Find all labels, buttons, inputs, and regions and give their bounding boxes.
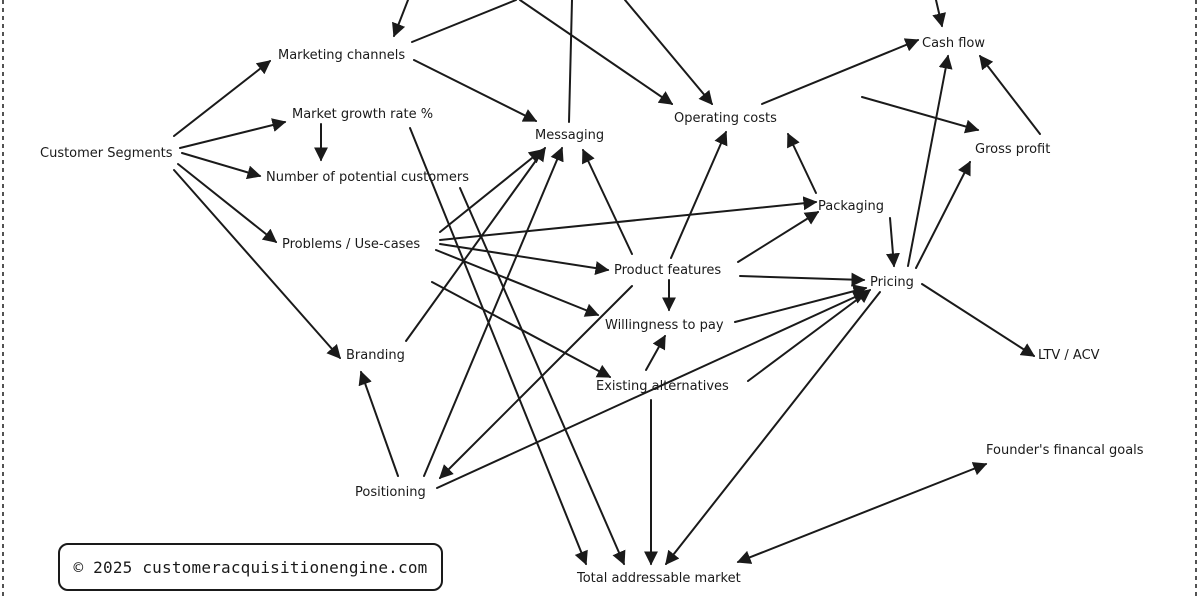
edge-segments-to-branding [173,169,341,360]
edge-alternatives-to-willingness [645,334,666,371]
edge-segments-to-potential-customers [181,152,262,180]
node-number-potential-customers: Number of potential customers [266,170,469,185]
edge-branding-to-messaging [405,146,546,342]
edge-problems-to-product-features [439,243,610,275]
edge-segments-to-market-growth [179,118,287,149]
node-total-addressable-market: Total addressable market [576,571,741,586]
edge-segments-to-marketing-channels [173,60,272,137]
node-positioning: Positioning [355,485,426,500]
edge-problems-to-messaging [439,149,544,233]
node-pricing: Pricing [870,275,914,290]
copyright-text: © 2025 customeracquisitionengine.com [73,557,428,577]
node-willingness-to-pay: Willingness to pay [605,318,724,333]
edge-to-gross-profit [861,96,980,134]
edge-offscreen-to-cash-flow [932,0,946,28]
node-founders-financial-goals: Founder's financal goals [986,443,1144,458]
edge-positioning-to-branding [358,370,399,477]
node-labels: Marketing channels Market growth rate % … [40,36,1144,586]
edge-messaging-up [568,0,573,123]
edge-pricing-to-cash-flow [907,54,953,267]
edge-offscreen-to-operating-costs-b [624,0,713,106]
node-messaging: Messaging [535,128,604,143]
edge-gross-profit-to-cash-flow [979,54,1041,135]
edge-features-to-pricing [739,272,866,287]
edge-offscreen-to-left [392,0,409,38]
node-packaging: Packaging [818,199,884,214]
edge-features-to-packaging [737,211,820,263]
edge-willingness-to-pricing [734,284,868,323]
edge-pricing-to-gross-profit [915,160,971,269]
node-gross-profit: Gross profit [975,142,1050,157]
edge-alternatives-to-pricing [747,289,872,382]
edge-problems-to-packaging [439,196,818,241]
edge-operating-to-cash-flow [761,38,920,105]
edge-pricing-to-ltv [921,283,1036,357]
node-cash-flow: Cash flow [922,36,985,51]
edges [173,0,1041,566]
node-ltv-acv: LTV / ACV [1038,348,1100,363]
node-problems-use-cases: Problems / Use-cases [282,237,420,252]
edge-positioning-to-pricing [436,290,868,489]
edge-packaging-to-operating-costs [787,132,817,194]
edge-features-to-operating-costs [670,130,728,259]
copyright-box: © 2025 customeracquisitionengine.com [58,543,443,591]
node-product-features: Product features [614,263,721,278]
edge-problems-to-willingness [435,249,600,317]
node-marketing-channels: Marketing channels [278,48,405,63]
edge-segments-to-problems [177,163,278,243]
edge-problems-to-alternatives [431,281,612,378]
node-operating-costs: Operating costs [674,111,777,126]
edge-marketing-channels-up [411,0,517,43]
edge-positioning-to-messaging [423,146,564,477]
node-branding: Branding [346,348,405,363]
edge-pricing-to-tam [665,291,881,566]
edge-offscreen-to-operating-costs-a [519,0,674,105]
edge-channels-to-messaging [413,59,538,122]
edge-growth-to-tam [409,127,588,566]
edge-features-to-positioning [439,285,633,479]
edge-tam-founders-goals [736,462,988,564]
edge-packaging-to-pricing [885,217,900,268]
node-market-growth-rate: Market growth rate % [292,107,433,122]
node-existing-alternatives: Existing alternatives [596,379,729,394]
node-customer-segments: Customer Segments [40,146,173,161]
edge-features-to-messaging [582,148,633,255]
